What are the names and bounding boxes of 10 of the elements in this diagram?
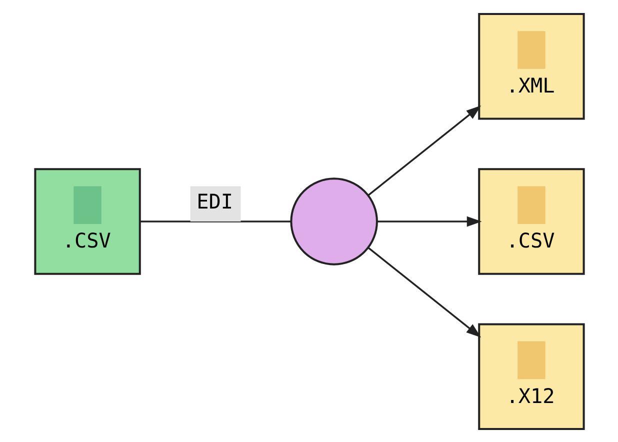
arrow xyxy=(376,216,482,226)
arrow xyxy=(367,246,481,338)
node-circle xyxy=(290,177,378,265)
node-box: .CSV xyxy=(478,168,584,274)
edge-label: EDI xyxy=(196,189,233,214)
node-box: .XML xyxy=(478,12,584,120)
arrow xyxy=(367,104,481,196)
node-box: .X12 xyxy=(478,322,584,430)
node-box: .CSV xyxy=(34,168,140,274)
connector xyxy=(139,220,291,222)
